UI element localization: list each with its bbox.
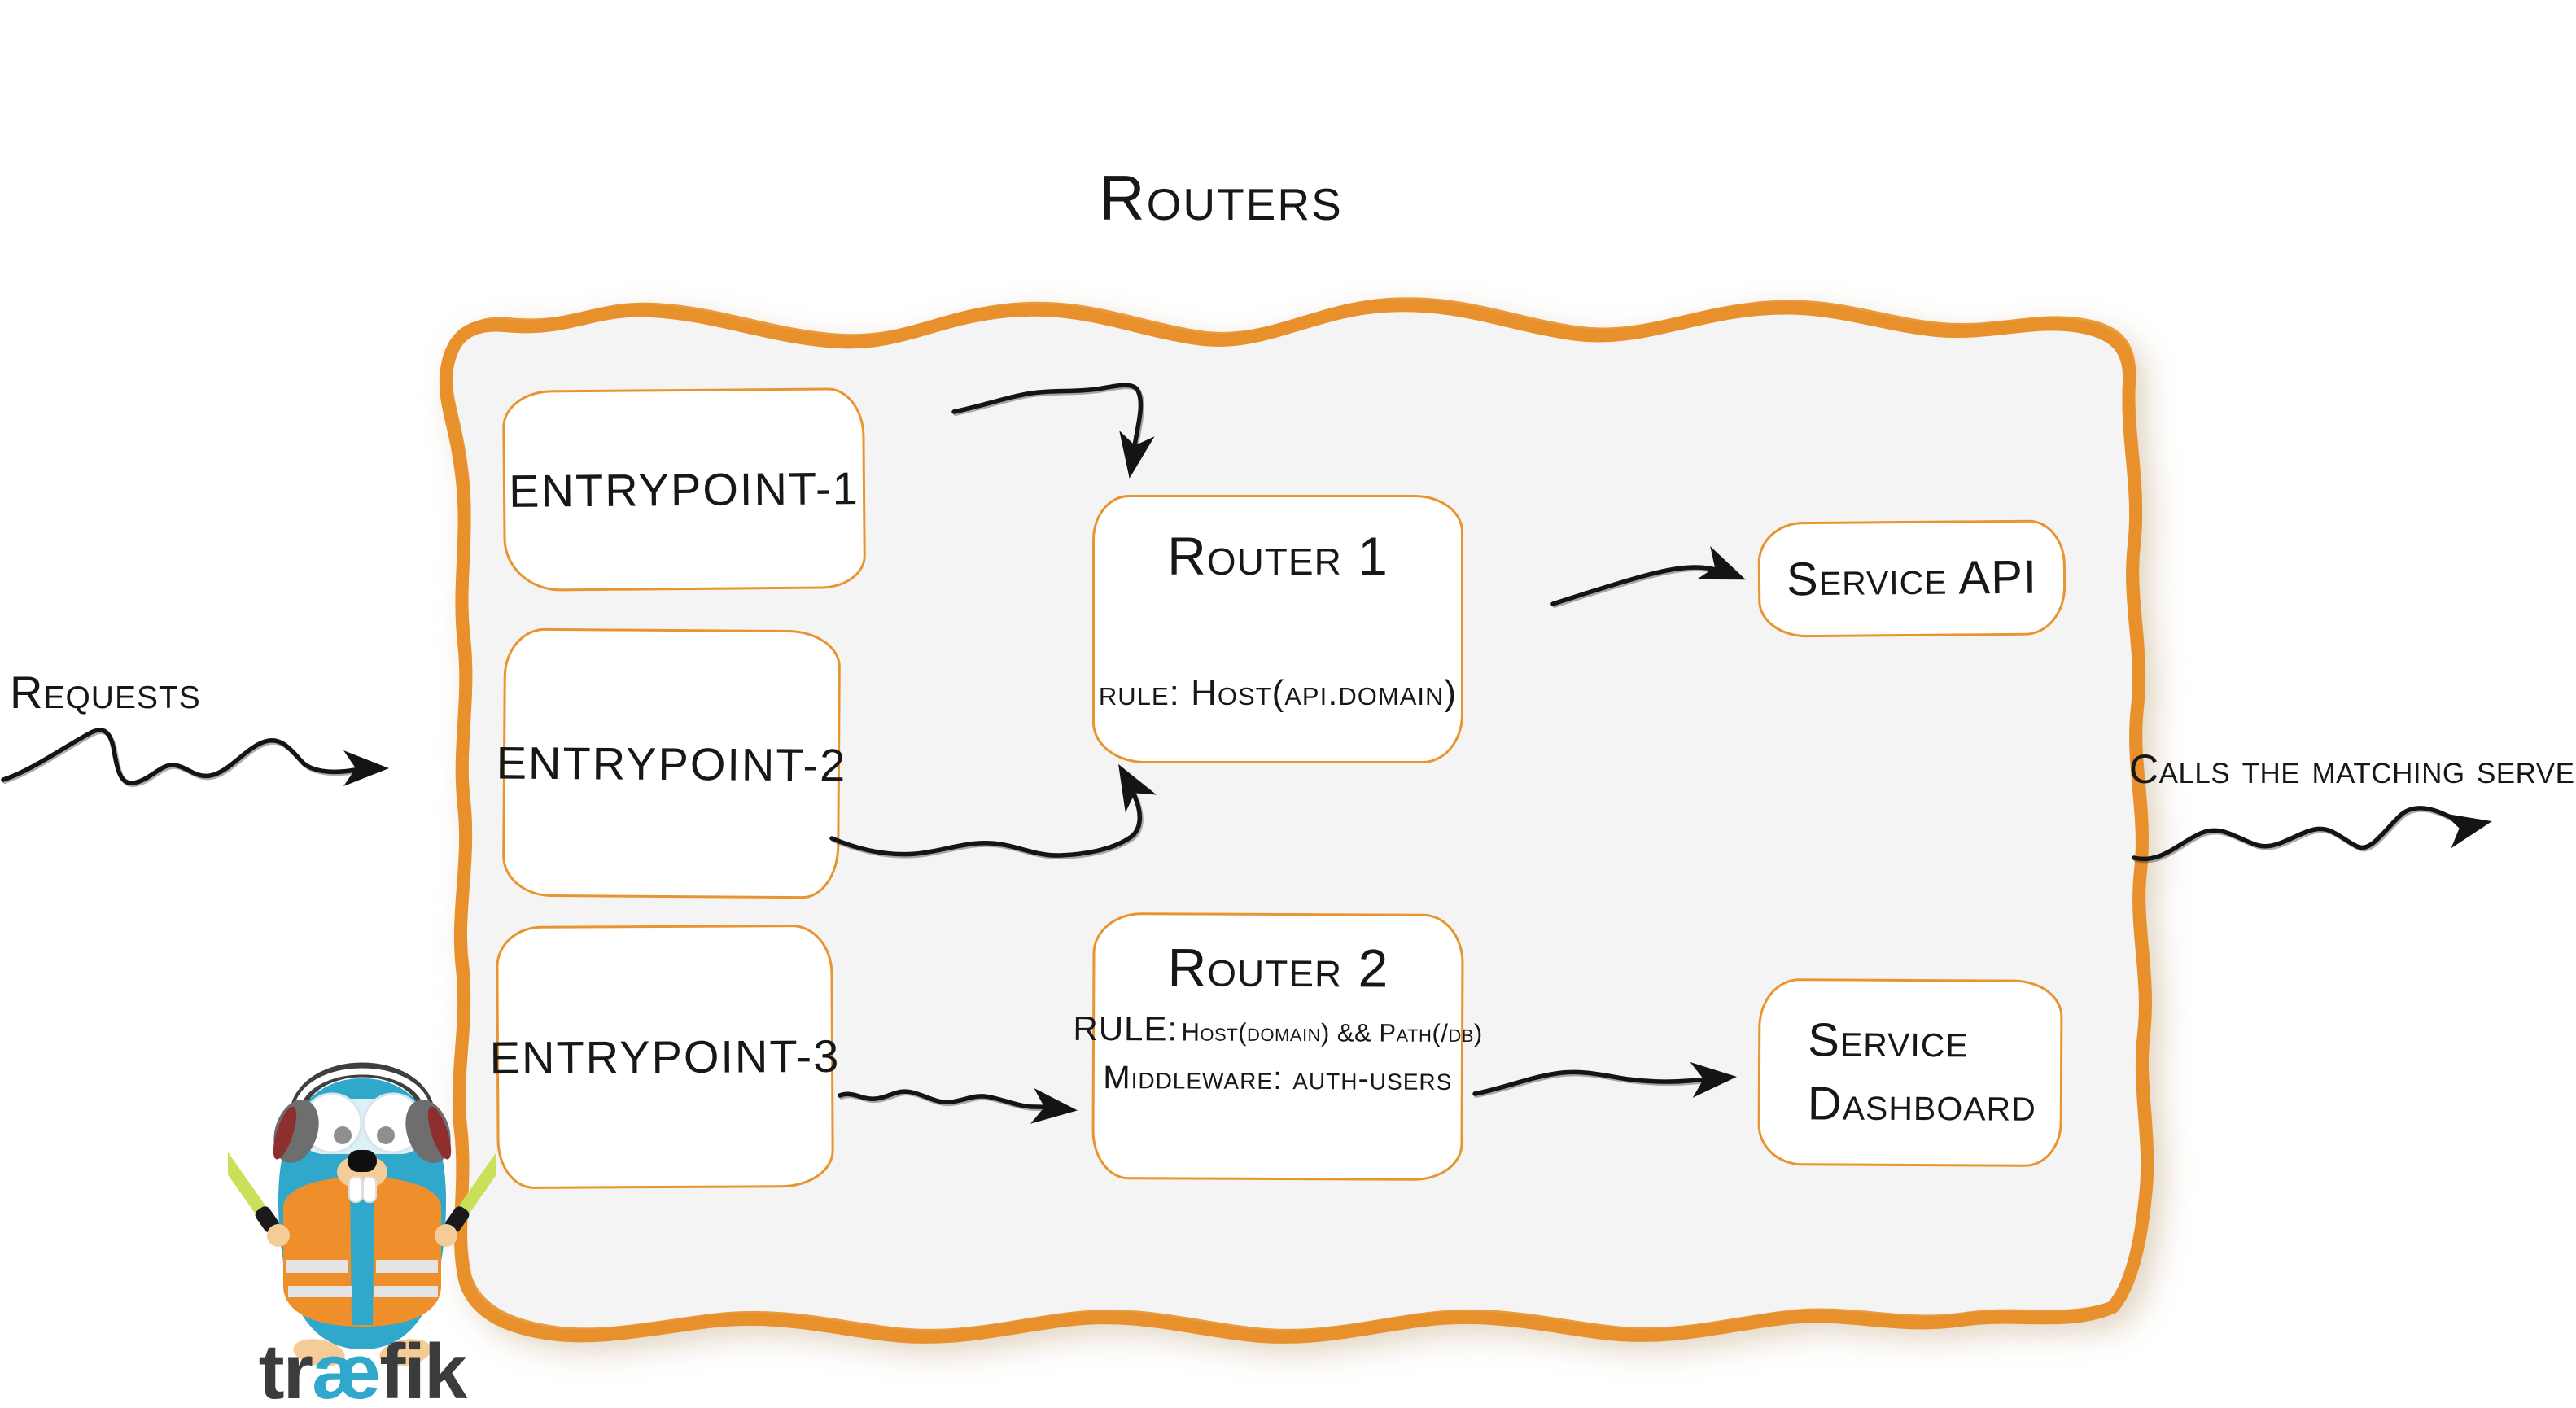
arrow-entrypoint2-to-router1 — [829, 763, 1157, 858]
arrow-calls-out — [2132, 806, 2492, 862]
router-1-box: Router 1 rule: Host(api.domain) — [1092, 495, 1463, 763]
diagram-title: Routers — [1099, 162, 1343, 234]
traefik-wordmark-tr: tr — [259, 1328, 313, 1408]
arrow-entrypoint3-to-router2 — [838, 1087, 1078, 1124]
traefik-wordmark-ae: æ — [312, 1328, 379, 1408]
requests-label: Requests — [10, 667, 201, 718]
traefik-logo: træfik — [228, 1017, 496, 1408]
traefik-wordmark: træfik — [259, 1328, 468, 1408]
arrow-requests-in — [1, 728, 389, 787]
calls-matching-server-label: Calls the matching server — [2129, 746, 2576, 792]
traefik-wordmark-fik: fik — [379, 1328, 468, 1408]
arrow-router1-to-service-api — [1550, 545, 1746, 606]
arrow-router2-to-service-dashboard — [1472, 1062, 1737, 1098]
router-1-title: Router 1 — [1167, 526, 1389, 586]
traefik-gopher-icon: træfik — [228, 1062, 496, 1408]
router-1-rule-label: rule: — [1098, 673, 1180, 713]
router-1-rule: rule: Host(api.domain) — [1099, 673, 1457, 714]
arrow-entrypoint1-to-router1 — [951, 383, 1155, 479]
router-1-rule-value: Host(api.domain) — [1191, 673, 1458, 713]
